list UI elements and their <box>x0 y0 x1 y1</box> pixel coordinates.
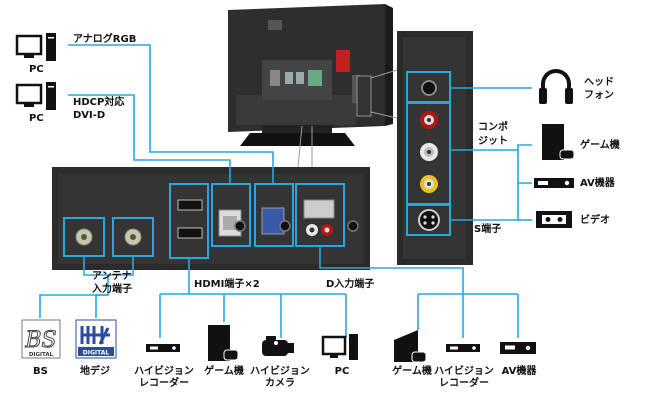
hv-recorder-icon <box>146 344 180 352</box>
side-panel <box>397 31 473 265</box>
bs-label: BS <box>33 366 48 377</box>
hdmi-label: HDMI端子×2 <box>194 279 260 290</box>
pc-top-label: PC <box>29 64 44 75</box>
headphone-label-1: ヘッド <box>584 77 614 88</box>
zoom-line-side <box>370 111 398 119</box>
s-terminal-label: S端子 <box>474 224 502 235</box>
zoom-line-side <box>370 69 398 79</box>
game-console-bottom-icon <box>208 325 239 361</box>
hv-recorder2-icon <box>446 344 480 352</box>
game-console-bottom2-icon <box>394 330 427 363</box>
svg-text:BS: BS <box>24 328 56 353</box>
bs-digital-logo: BS DIGITAL <box>21 319 61 359</box>
bs-digital-text: DIGITAL <box>29 352 54 358</box>
video-label: ビデオ <box>580 215 610 226</box>
headphone-icon <box>539 69 573 104</box>
av-bottom-label: AV機器 <box>501 366 537 377</box>
pc-bottom-icon <box>321 334 358 360</box>
d-input-label: D入力端子 <box>326 279 375 290</box>
composite-label-2: ジット <box>478 136 508 147</box>
pc-mid-label: PC <box>29 113 44 124</box>
tv-rear-view <box>228 4 393 146</box>
zoom-line-rear <box>297 125 303 168</box>
hv-camera-icon <box>262 336 294 356</box>
dvi-d-label: DVI-D <box>73 110 106 121</box>
game-console-icon <box>542 124 575 160</box>
connection-lines <box>39 44 532 338</box>
composite-label-1: コンポ <box>478 122 508 133</box>
headphone-label-2: フォン <box>584 90 614 101</box>
hdcp-label: HDCP対応 <box>73 97 125 108</box>
game2-label: ゲーム機 <box>392 366 432 377</box>
hv-recorder2-label-1: ハイビジョン <box>434 366 494 377</box>
av-device-icon <box>534 178 574 188</box>
game-label: ゲーム機 <box>204 366 244 377</box>
chideji-label: 地デジ <box>80 366 110 377</box>
svg-text:DIGITAL: DIGITAL <box>83 350 110 357</box>
rear-panel <box>52 167 370 270</box>
av-device-label: AV機器 <box>580 178 615 189</box>
hv-recorder-label-2: レコーダー <box>139 378 189 389</box>
antenna-label-2: 入力端子 <box>92 284 132 295</box>
analog-rgb-label: アナログRGB <box>73 34 137 45</box>
video-tape-icon <box>536 211 572 228</box>
chideji-logo: DIGITAL <box>75 319 117 359</box>
hv-camera-label-1: ハイビジョン <box>250 366 310 377</box>
pc-bottom-label: PC <box>334 366 350 377</box>
hv-recorder2-label-2: レコーダー <box>439 378 489 389</box>
antenna-label-1: アンテナ <box>92 271 132 282</box>
hv-camera-label-2: カメラ <box>265 378 295 389</box>
game-console-label: ゲーム機 <box>580 140 620 151</box>
av-device-bottom-icon <box>500 342 536 354</box>
hv-recorder-label-1: ハイビジョン <box>134 366 194 377</box>
pc-mid-icon <box>15 82 56 110</box>
pc-top-icon <box>15 33 56 61</box>
